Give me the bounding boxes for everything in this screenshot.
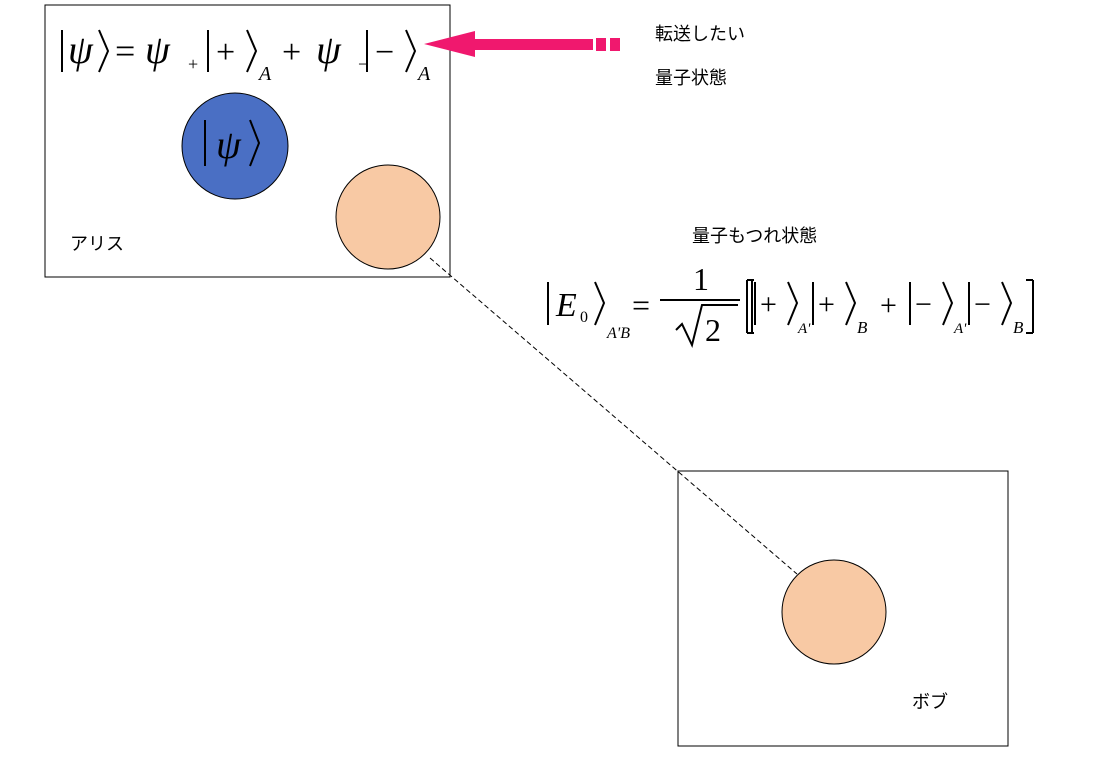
bob-entangled-particle: [781, 559, 887, 665]
svg-text:−: −: [915, 288, 932, 321]
entanglement-formula: E 0 A'B = 1 2 + A' + B + − A' − B: [547, 261, 1034, 348]
qubit-ket: [204, 119, 261, 167]
entanglement-label: 量子もつれ状態: [692, 226, 817, 247]
svg-text:ψ: ψ: [145, 27, 171, 72]
svg-text:−: −: [375, 34, 394, 71]
svg-text:B: B: [857, 318, 868, 337]
svg-text:E: E: [555, 287, 577, 324]
svg-text:=: =: [632, 287, 650, 323]
svg-text:1: 1: [693, 261, 709, 297]
svg-text:0: 0: [580, 309, 588, 326]
svg-text:=: =: [115, 31, 135, 71]
alice-entangled-particle: [335, 164, 441, 270]
svg-text:A: A: [416, 63, 431, 85]
svg-text:ψ: ψ: [68, 27, 94, 72]
alice-qubit: [181, 92, 289, 200]
transfer-note-line2: 量子状態: [655, 68, 727, 89]
svg-text:+: +: [216, 34, 235, 71]
bob-label: ボブ: [912, 691, 948, 713]
svg-text:−: −: [974, 288, 991, 321]
qubit-psi: ψ: [216, 122, 242, 167]
svg-text:+: +: [818, 288, 835, 321]
svg-text:A': A': [953, 321, 967, 337]
svg-text:A': A': [797, 321, 811, 337]
alice-label: アリス: [70, 234, 124, 255]
svg-text:+: +: [880, 289, 897, 322]
svg-text:+: +: [188, 54, 198, 74]
svg-text:ψ: ψ: [316, 27, 342, 72]
svg-text:B: B: [1013, 318, 1024, 337]
svg-text:A'B: A'B: [606, 325, 630, 342]
state-formula: ψ = ψ + + A + ψ − − A: [61, 27, 431, 85]
svg-text:+: +: [282, 34, 301, 71]
svg-text:A: A: [257, 63, 272, 85]
pointer-arrow: [424, 31, 620, 57]
entanglement-link: [429, 257, 798, 575]
svg-text:2: 2: [705, 312, 721, 348]
transfer-note-line1: 転送したい: [655, 24, 745, 45]
svg-text:+: +: [760, 288, 777, 321]
svg-text:−: −: [358, 54, 368, 74]
